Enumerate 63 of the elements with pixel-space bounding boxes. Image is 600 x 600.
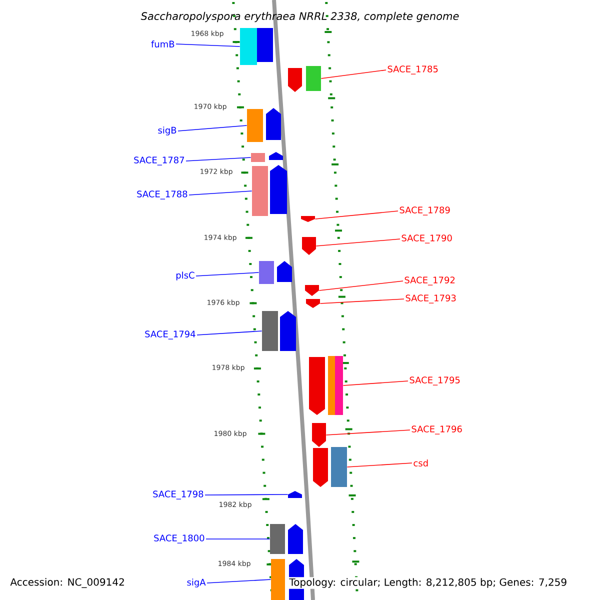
leader-line: [176, 44, 240, 47]
gene-label: SACE_1798: [153, 490, 204, 500]
gene-label: SACE_1792: [404, 276, 455, 286]
leader-line: [206, 538, 270, 540]
gene-label: SACE_1795: [410, 376, 460, 386]
gene-feature: [266, 108, 281, 140]
gene-label: SACE_1787: [134, 156, 184, 166]
leader-line: [196, 272, 260, 276]
gene-label: SACE_1793: [406, 294, 456, 304]
gene-feature: [328, 356, 335, 415]
gene-feature: [247, 109, 263, 142]
gene-feature: [240, 28, 257, 65]
gene-feature: [270, 165, 287, 214]
gene-label: sigB: [158, 126, 176, 136]
gene-feature: [270, 524, 285, 554]
gene-label: SACE_1789: [400, 206, 450, 216]
gene-feature: [288, 491, 302, 498]
genome-info-text: Topology: circular; Length: 8,212,805 bp; Genes: 7,259: [288, 577, 568, 589]
leader-line: [346, 462, 412, 468]
leader-line: [320, 298, 404, 304]
gene-feature: [305, 285, 319, 296]
gene-feature: [313, 448, 328, 487]
gene-label: SACE_1785: [388, 66, 438, 74]
leader-line: [318, 280, 404, 291]
genome-info-text: Accession: NC_009142: [10, 578, 124, 588]
leader-line: [204, 494, 288, 496]
gene-feature: [306, 299, 320, 308]
leader-line: [316, 238, 400, 246]
leader-line: [320, 70, 386, 79]
gene-feature: [309, 357, 325, 415]
leader-line: [314, 210, 398, 220]
leader-line: [342, 380, 408, 386]
gene-label: fumB: [151, 40, 174, 48]
gene-label: SACE_1796: [412, 426, 462, 434]
gene-feature: [251, 153, 265, 162]
gene-feature: [302, 237, 316, 255]
gene-label: SACE_1800: [154, 534, 204, 544]
gene-feature: [252, 166, 268, 216]
gene-feature: [288, 524, 303, 554]
gene-feature: [280, 311, 296, 351]
gene-feature: [269, 152, 283, 160]
leader-line: [188, 190, 252, 196]
gene-label: SACE_1794: [145, 330, 196, 340]
gene-feature: [277, 261, 292, 282]
leader-line: [206, 579, 272, 584]
gene-feature: [331, 447, 347, 487]
title: Saccharopolyspora erythraea NRRL 2338, complete genome: [140, 12, 459, 22]
gene-feature: [301, 216, 315, 222]
gene-label: csd: [414, 460, 428, 466]
gene-feature: [306, 66, 321, 91]
gene-label: sigA: [187, 578, 206, 588]
gene-feature: [288, 68, 302, 92]
gene-feature: [257, 28, 273, 62]
gene-label: SACE_1790: [402, 234, 452, 244]
gene-feature: [312, 423, 326, 447]
gene-feature: [335, 356, 343, 415]
gene-label: plsC: [176, 272, 194, 280]
gene-label: SACE_1788: [137, 190, 188, 200]
leader-line: [326, 430, 410, 436]
gene-feature: [259, 261, 274, 284]
gene-feature: [271, 559, 285, 600]
leader-line: [186, 157, 252, 162]
gene-feature: [262, 311, 278, 351]
